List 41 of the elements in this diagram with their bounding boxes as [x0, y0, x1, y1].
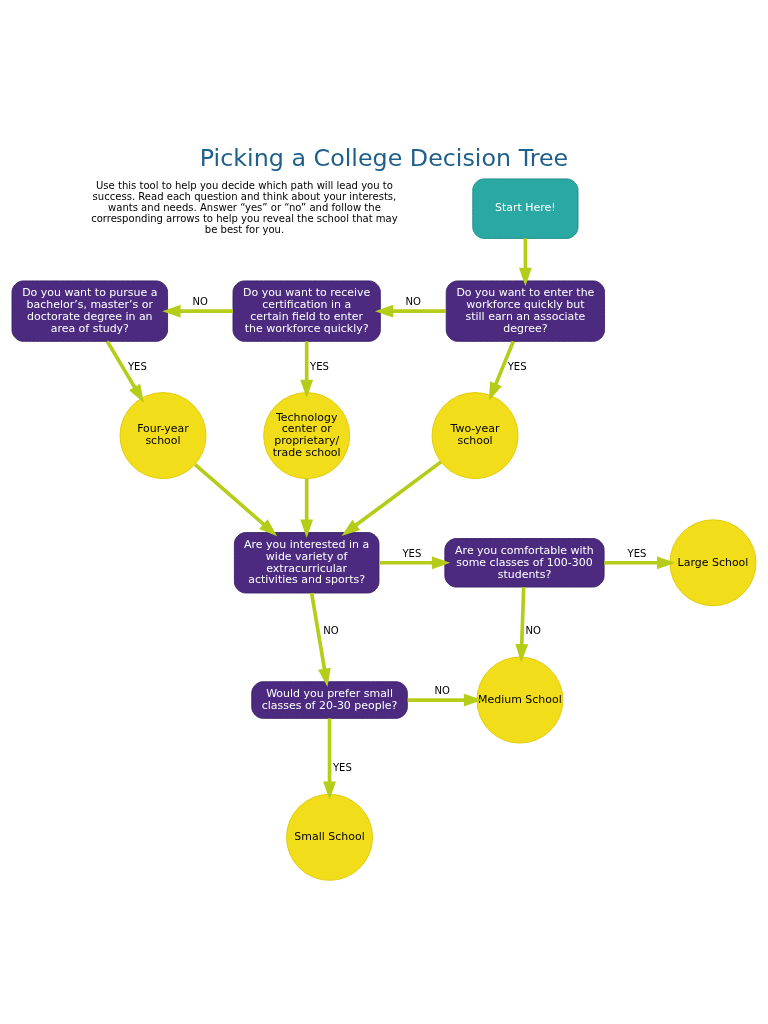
arrow	[105, 340, 144, 403]
arrow	[515, 587, 529, 663]
edge-label: YES	[627, 548, 647, 560]
arrow	[489, 340, 516, 401]
node-circle: Technology center or proprietary/ trade school	[263, 392, 351, 480]
diagram-title: Picking a College Decision Tree	[199, 144, 569, 173]
node-box: Would you prefer small classes of 20-30 people?	[251, 681, 408, 719]
edge-label: YES	[127, 360, 147, 372]
arrow	[300, 341, 314, 399]
arrow	[407, 693, 483, 707]
node-box: Are you comfortable with some classes of 100-300 students?	[444, 538, 605, 588]
arrow	[162, 304, 233, 318]
arrow	[374, 304, 446, 318]
arrow	[323, 718, 336, 800]
label: Use this tool to help you decide which path will lead you to success. Read each question and think about your interests, wants and needs. Answer “yes” or “no” and follow the corresponding arrows to help you reveal the school that may be best for you.	[91, 180, 398, 236]
edge-label: YES	[402, 548, 422, 560]
edge-label: YES	[507, 360, 527, 372]
edge-label: NO	[192, 296, 209, 308]
node-box: Are you interested in a wide variety of extracurricular activities and sports?	[233, 532, 380, 594]
edge-label: NO	[323, 624, 339, 636]
arrow	[194, 463, 278, 537]
node-circle: Four-year school	[119, 392, 207, 480]
node-box: Do you want to receive certification in a certain field to enter the workforce quickly?	[232, 280, 381, 342]
node-circle: Small School	[286, 793, 373, 881]
arrow	[379, 556, 451, 570]
edge-label: YES	[332, 762, 352, 774]
arrow	[518, 238, 532, 287]
arrow	[300, 478, 314, 538]
node-box: Start Here!	[472, 178, 579, 239]
node-circle: Medium School	[476, 656, 564, 744]
edge-label: NO	[405, 296, 421, 308]
arrow	[604, 556, 676, 570]
node-circle: Two-year school	[431, 392, 519, 480]
edge-label: NO	[434, 685, 450, 697]
node-circle: Large School	[669, 519, 757, 607]
arrow	[309, 592, 331, 687]
node-box: Do you want to pursue a bachelor’s, master’s or doctorate degree in an area of study?	[11, 280, 169, 342]
edge-label: NO	[525, 624, 541, 636]
node-box: Do you want to enter the workforce quickly but still earn an associate degree?	[445, 280, 605, 342]
edge-label: YES	[310, 360, 329, 372]
arrow	[341, 460, 443, 536]
